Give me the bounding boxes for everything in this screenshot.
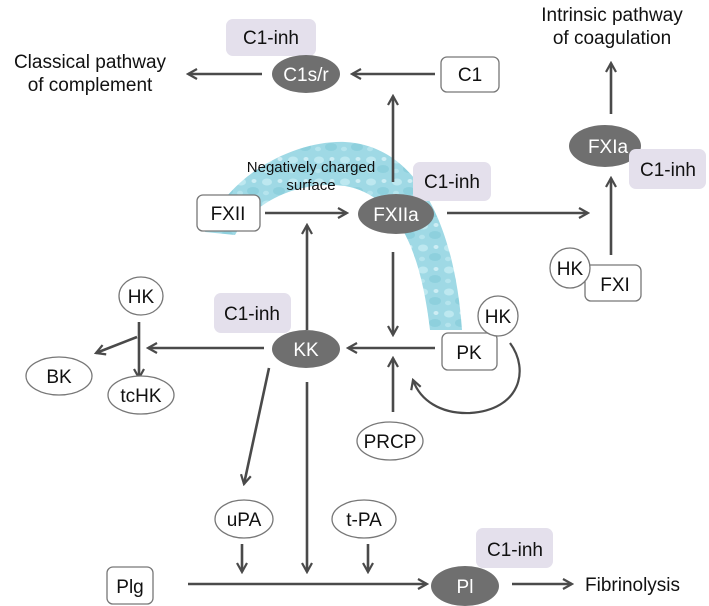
node-c1-label: C1 [458, 65, 482, 86]
node-fxi-label: FXI [600, 275, 630, 296]
surface-label-line2: surface [286, 177, 335, 194]
node-c1sr: C1s/r [272, 55, 340, 93]
arrow-hk-to-bk [96, 335, 138, 353]
node-c1sr-label: C1s/r [283, 65, 329, 86]
fibrinolysis-label: Fibrinolysis [585, 575, 680, 596]
node-hk-bound-pk-label: HK [485, 307, 512, 328]
node-plg-label: Plg [116, 577, 143, 598]
inhibitor-fxia-label: C1-inh [640, 160, 696, 181]
node-tpa: t-PA [331, 499, 397, 539]
node-hk-bound-pk: HK [477, 295, 519, 337]
node-c1: C1 [440, 56, 500, 93]
node-prcp: PRCP [356, 421, 424, 461]
node-fxiia-label: FXIIa [373, 205, 419, 226]
inhibitor-c1sr: C1-inh [226, 19, 316, 56]
node-prcp-label: PRCP [364, 432, 417, 453]
node-hk-free: HK [118, 276, 164, 316]
inhibitor-kk: C1-inh [214, 293, 291, 333]
surface-label-line1: Negatively charged [247, 159, 375, 176]
intrinsic-pathway-label-line1: Intrinsic pathway [541, 5, 683, 26]
arrow-pk-reciprocal-loop [413, 342, 521, 415]
node-hk-bound-fxi-label: HK [557, 259, 584, 280]
node-kk-label: KK [293, 340, 319, 361]
node-bk: BK [25, 356, 93, 396]
node-upa-label: uPA [227, 510, 262, 531]
classical-pathway-label-line1: Classical pathway [14, 52, 167, 73]
node-hk-bound-fxi: HK [549, 247, 591, 289]
inhibitor-fxiia-label: C1-inh [424, 172, 480, 193]
node-plg: Plg [106, 566, 154, 605]
arrow-kk-to-upa [244, 367, 271, 484]
negatively-charged-surface-band [205, 141, 462, 330]
node-pk: PK [441, 332, 498, 371]
node-tchk: tcHK [107, 375, 175, 415]
node-fxii-label: FXII [211, 204, 246, 225]
node-tchk-label: tcHK [120, 386, 162, 407]
node-fxii: FXII [196, 194, 261, 232]
inhibitor-kk-label: C1-inh [224, 304, 280, 325]
node-upa: uPA [214, 499, 274, 539]
node-pk-label: PK [456, 343, 482, 364]
node-pl: Pl [431, 566, 499, 606]
inhibitor-c1sr-label: C1-inh [243, 28, 299, 49]
node-hk-free-label: HK [128, 287, 155, 308]
node-kk: KK [272, 330, 340, 368]
classical-pathway-label-line2: of complement [28, 75, 153, 96]
node-fxia: FXIa [569, 125, 641, 167]
node-fxiia: FXIIa [358, 194, 434, 234]
inhibitor-fxiia: C1-inh [413, 162, 491, 201]
inhibitor-fxia: C1-inh [629, 149, 706, 189]
intrinsic-pathway-label-line2: of coagulation [553, 28, 671, 49]
inhibitor-pl: C1-inh [476, 528, 553, 568]
node-bk-label: BK [46, 367, 72, 388]
node-pl-label: Pl [457, 577, 474, 598]
inhibitor-pl-label: C1-inh [487, 540, 543, 561]
node-tpa-label: t-PA [346, 510, 382, 531]
node-fxia-label: FXIa [588, 137, 629, 158]
node-fxi: FXI [584, 264, 642, 302]
